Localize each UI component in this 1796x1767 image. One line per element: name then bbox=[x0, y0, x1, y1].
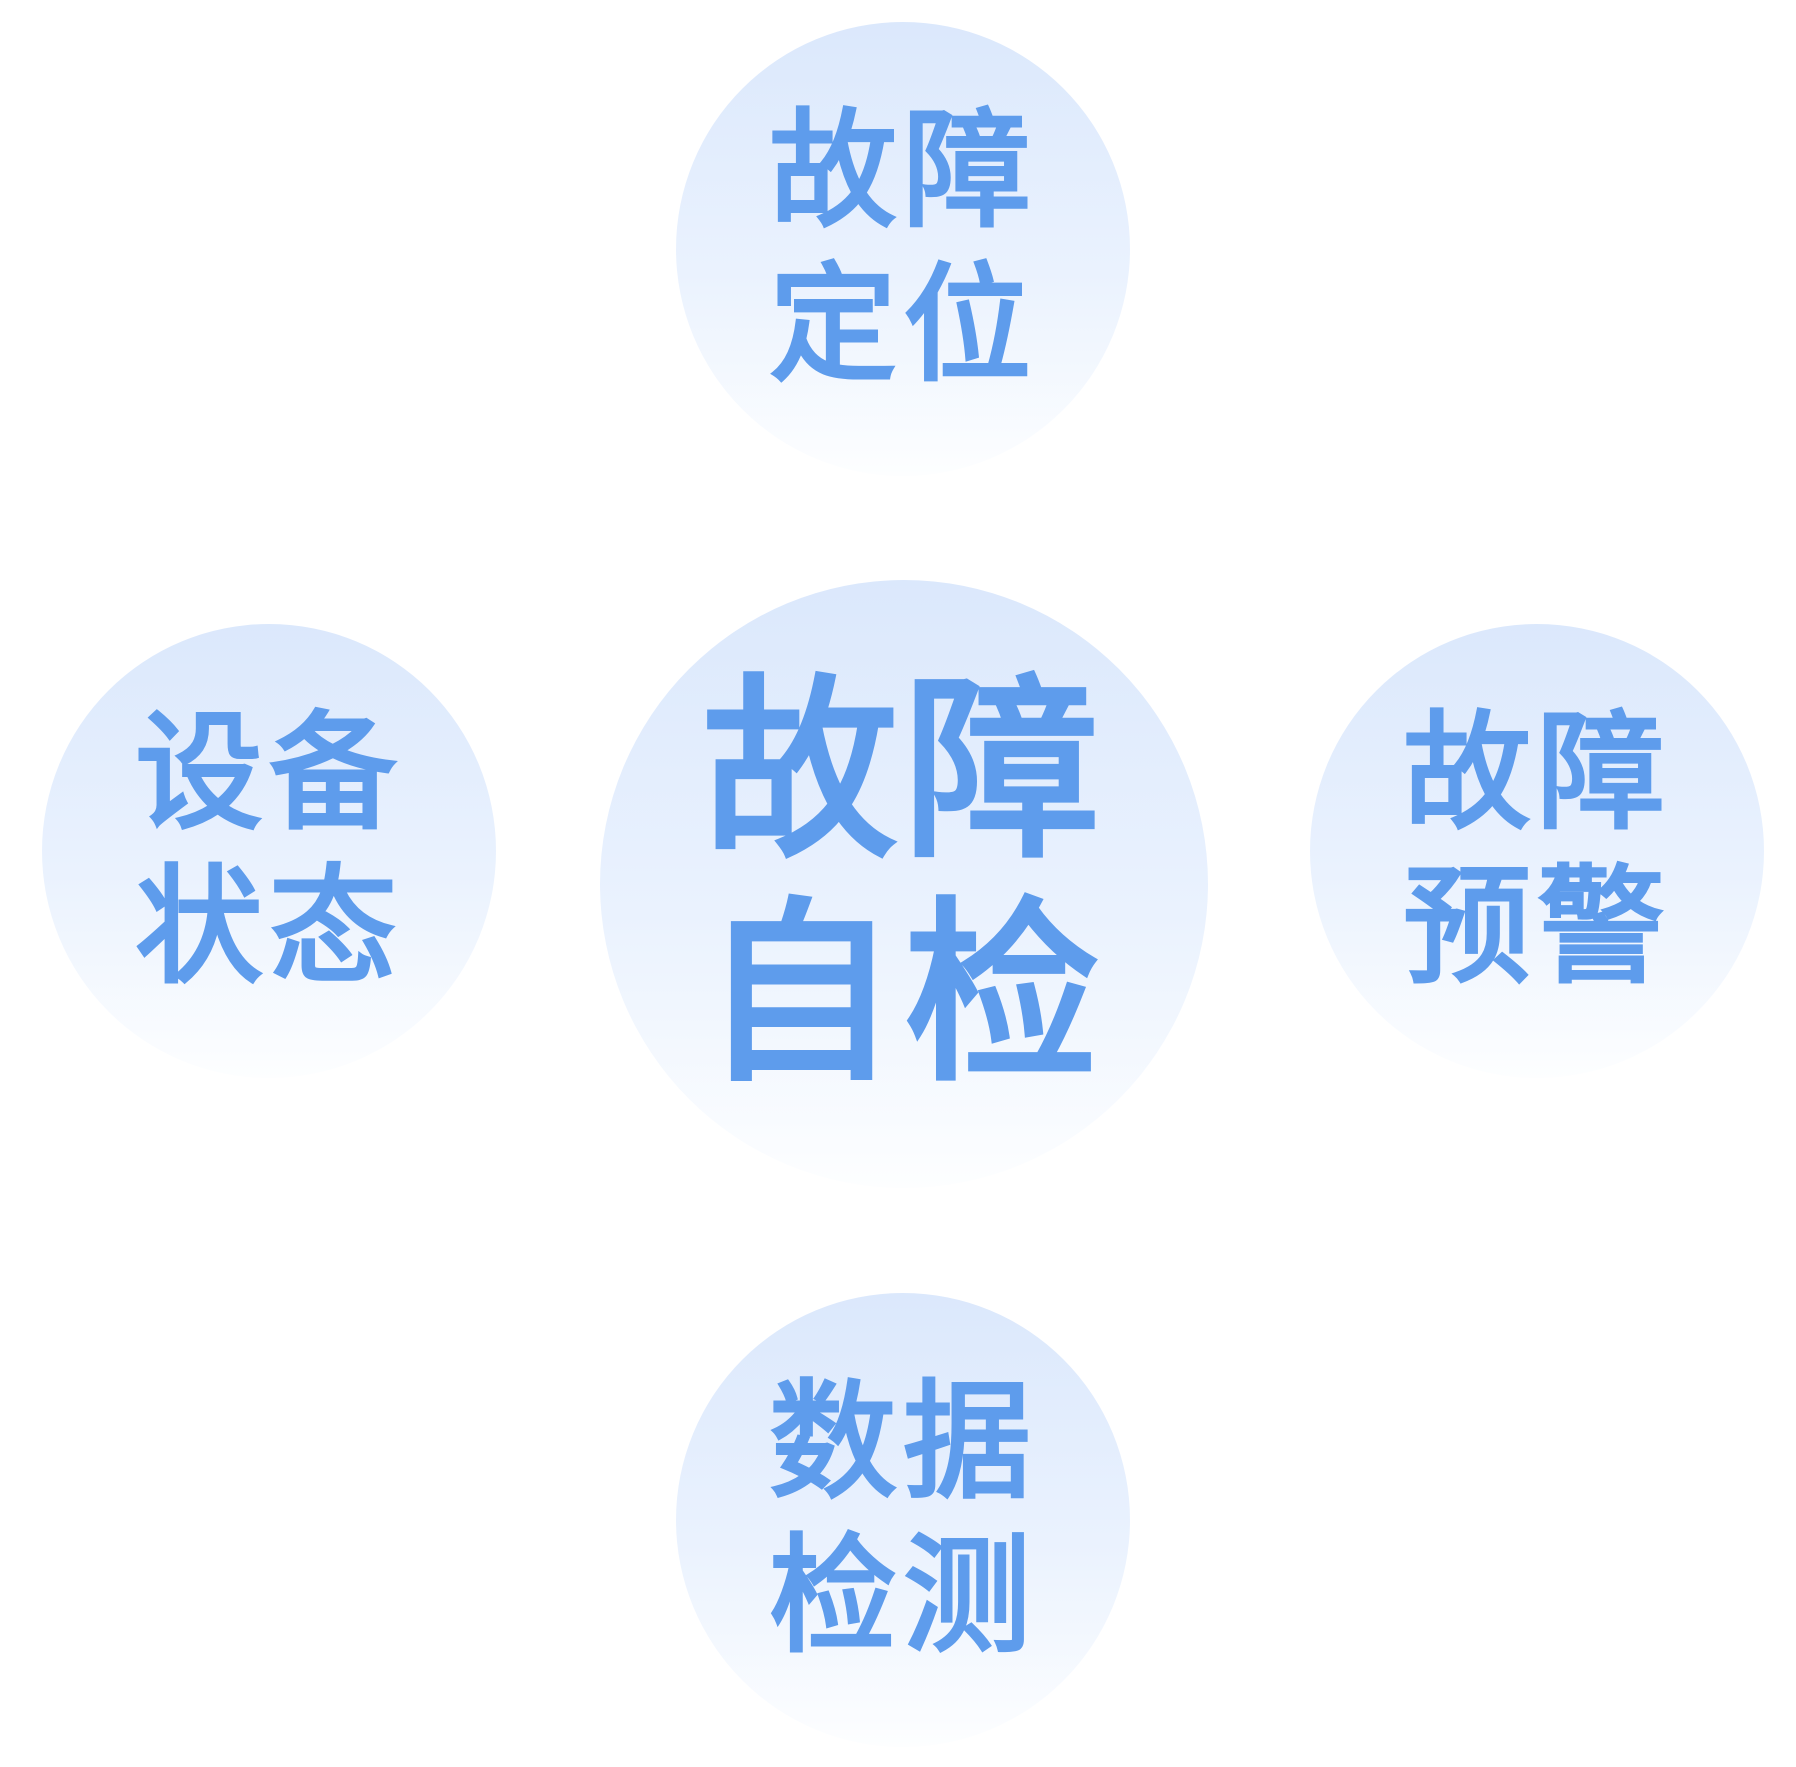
label-line-2: 状态 bbox=[134, 853, 403, 1002]
label-line-2: 检测 bbox=[768, 1522, 1037, 1671]
label-line-2: 定位 bbox=[768, 251, 1037, 400]
node-label: 数据 检测 bbox=[769, 1366, 1037, 1673]
label-line-1: 设备 bbox=[134, 699, 403, 849]
label-line-1: 故障 bbox=[1402, 699, 1671, 849]
center-label: 故障 自检 bbox=[701, 657, 1106, 1109]
node-label: 故障 定位 bbox=[769, 95, 1037, 402]
label-line-1: 故障 bbox=[701, 657, 1106, 886]
node-fault-location: 故障 定位 bbox=[676, 22, 1130, 476]
node-device-status: 设备 状态 bbox=[42, 624, 496, 1078]
node-fault-self-check: 故障 自检 bbox=[600, 580, 1208, 1188]
label-line-2: 自检 bbox=[701, 881, 1106, 1109]
node-fault-warning: 故障 预警 bbox=[1310, 624, 1764, 1078]
label-line-2: 预警 bbox=[1402, 853, 1671, 1002]
node-label: 故障 预警 bbox=[1403, 697, 1671, 1004]
node-label: 设备 状态 bbox=[135, 697, 403, 1004]
label-line-1: 故障 bbox=[768, 97, 1037, 247]
label-line-1: 数据 bbox=[768, 1368, 1037, 1518]
node-data-detection: 数据 检测 bbox=[676, 1293, 1130, 1747]
